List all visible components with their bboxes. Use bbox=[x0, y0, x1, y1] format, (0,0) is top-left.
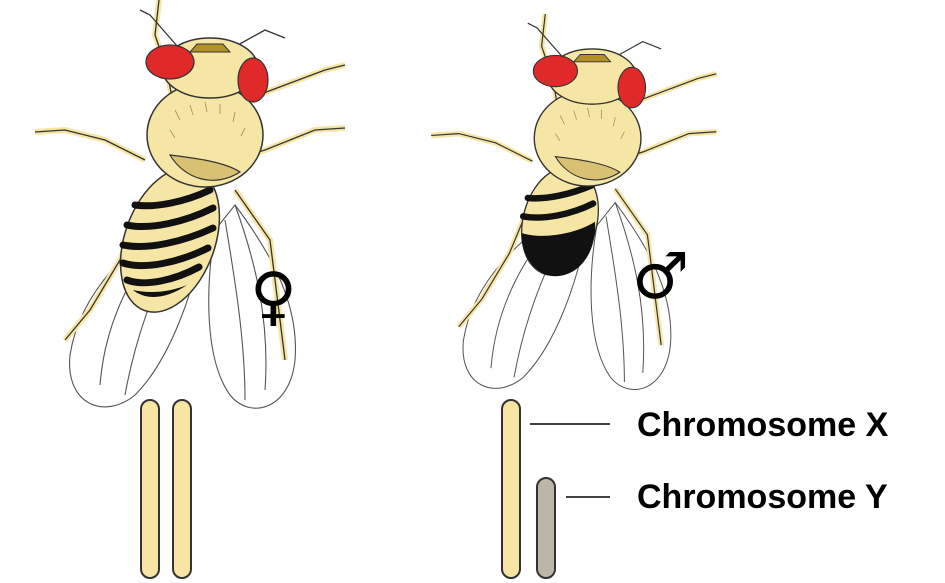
male-symbol: ♂ bbox=[632, 240, 689, 314]
male-fly bbox=[431, 14, 716, 390]
male-right-eye bbox=[618, 67, 646, 107]
female-right-eye bbox=[238, 58, 268, 102]
female-left-eye bbox=[146, 45, 194, 79]
male-left-eye bbox=[533, 55, 577, 86]
female-ocelli bbox=[190, 44, 230, 52]
chromosome-x-label: Chromosome X bbox=[637, 406, 889, 444]
chromosome-y-label: Chromosome Y bbox=[637, 478, 888, 516]
female-chromosomes bbox=[141, 400, 191, 578]
male-chromosome-x bbox=[502, 400, 520, 578]
female-fly bbox=[35, 0, 345, 408]
male-ocelli bbox=[574, 54, 611, 61]
female-chromosome-x-2 bbox=[173, 400, 191, 578]
male-chromosomes bbox=[502, 400, 555, 578]
male-chromosome-y bbox=[537, 478, 555, 578]
female-symbol: ♀ bbox=[250, 260, 297, 334]
female-chromosome-x-1 bbox=[141, 400, 159, 578]
